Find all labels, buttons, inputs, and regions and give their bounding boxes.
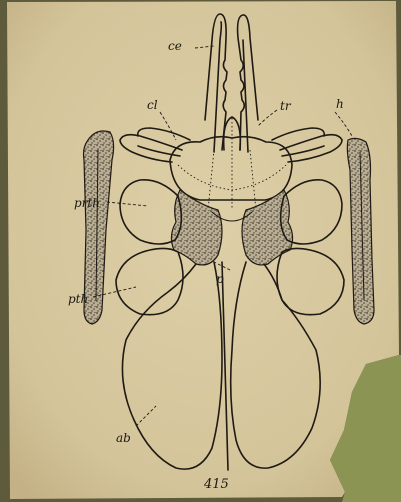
label-cl: cl [147, 98, 158, 112]
label-ab: ab [116, 431, 131, 445]
label-tr: tr [280, 99, 292, 113]
figure-number: 415 [203, 477, 229, 492]
label-prth: prth [74, 196, 100, 210]
label-ce: ce [168, 39, 182, 53]
label-h: h [336, 97, 344, 111]
label-p: p [216, 272, 224, 286]
label-pth: pth [68, 292, 88, 306]
